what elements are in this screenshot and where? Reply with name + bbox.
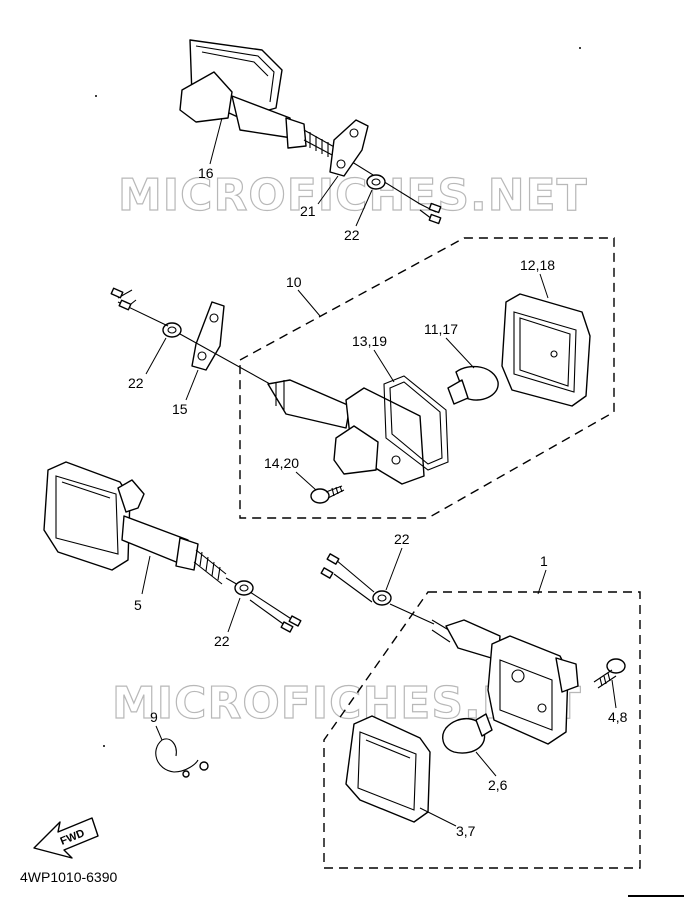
- part-22-nut-left: [162, 322, 182, 338]
- callout-16: 16: [198, 165, 214, 181]
- callout-13-19: 13,19: [352, 333, 387, 349]
- part-3-7-lens: [345, 715, 431, 823]
- callout-22-left: 22: [128, 375, 144, 391]
- callout-2-6: 2,6: [488, 777, 508, 793]
- callout-3-7: 3,7: [456, 823, 476, 839]
- callout-1: 1: [540, 553, 548, 569]
- flasher-body-10: [267, 379, 425, 485]
- callout-10: 10: [286, 274, 302, 290]
- part-4-8-screw: [593, 658, 626, 689]
- part-9-clip: [155, 738, 209, 778]
- part-12-18-lens: [501, 293, 591, 407]
- callout-22-lower-left: 22: [214, 633, 230, 649]
- part-14-20-screw: [310, 485, 345, 504]
- speck-dot: [579, 47, 581, 49]
- callout-4-8: 4,8: [608, 709, 628, 725]
- callout-9: 9: [150, 709, 158, 725]
- part-22-nut-right: [372, 590, 392, 606]
- callout-5: 5: [134, 597, 142, 613]
- part-22-nut-lower-left: [234, 580, 254, 596]
- reference-code: 4WP1010-6390: [20, 869, 118, 885]
- callout-21: 21: [300, 203, 316, 219]
- part-2-6-bulb: [442, 713, 493, 754]
- part-21-bracket: [329, 119, 369, 177]
- group-1-boundary: [323, 591, 641, 869]
- speck-dot: [103, 745, 105, 747]
- callout-12-18: 12,18: [520, 257, 555, 273]
- part-11-17-bulb: [447, 365, 499, 405]
- part-15-bracket: [191, 301, 225, 371]
- callout-14-20: 14,20: [264, 455, 299, 471]
- fwd-arrow-icon: FWD: [33, 817, 99, 859]
- part-22-nut-top: [366, 174, 386, 190]
- callout-11-17: 11,17: [424, 321, 458, 337]
- part-13-19-gasket: [383, 375, 449, 471]
- flasher-body-1: [320, 553, 579, 745]
- watermark-top: MICROFICHES.NET: [118, 170, 588, 221]
- callout-22-top: 22: [344, 227, 360, 243]
- group-10-boundary: [239, 237, 615, 519]
- callout-22-right: 22: [394, 531, 410, 547]
- speck-dot: [95, 95, 97, 97]
- part-5-flasher-assembly: [43, 461, 302, 633]
- wire-left: [110, 287, 271, 385]
- callout-15: 15: [172, 401, 188, 417]
- part-16-flasher-assembly: [179, 39, 442, 225]
